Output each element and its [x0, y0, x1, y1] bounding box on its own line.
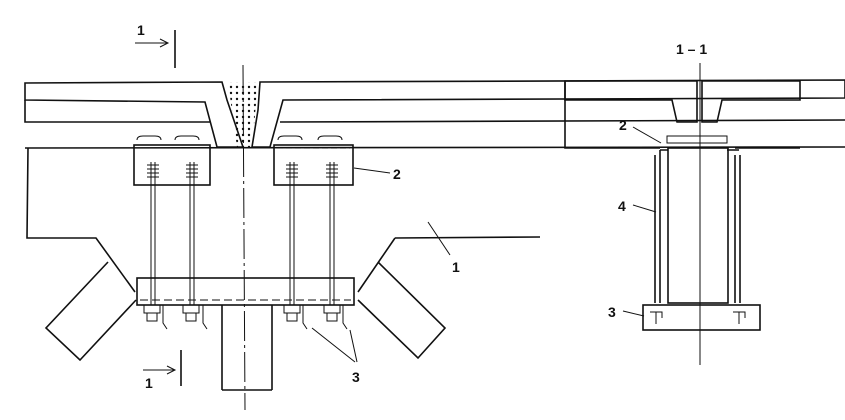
section-mark-top: 1	[135, 22, 176, 68]
section-side-plates	[654, 149, 741, 303]
slab-left-underside	[24, 100, 210, 123]
section-clamp-plate	[666, 135, 728, 144]
slab-left	[24, 81, 245, 148]
section-slab-left	[564, 80, 698, 123]
column	[221, 305, 273, 391]
label-nuts-3: 3	[352, 369, 360, 385]
slab-right	[251, 79, 845, 148]
section-view: 1 – 1 2 4 3	[564, 41, 801, 365]
clamp-block-left	[133, 135, 211, 186]
section-slab-right	[701, 80, 801, 123]
section-mark-bottom: 1	[143, 350, 182, 391]
bottom-plate	[136, 277, 355, 306]
slab-right-underside	[279, 119, 845, 123]
section-beam	[564, 81, 800, 149]
section-column-concrete	[667, 147, 729, 304]
tie-rods	[147, 162, 338, 305]
section-base-plate	[642, 304, 761, 331]
centerline	[242, 64, 246, 411]
clamp-block-right	[273, 135, 354, 186]
section-label-bottom: 1	[145, 375, 153, 391]
label-beam-1: 1	[452, 259, 460, 275]
section-label-side-plate-4: 4	[618, 198, 626, 214]
label-clamp-2: 2	[393, 166, 401, 182]
beam-1	[24, 146, 845, 293]
strut-left	[44, 261, 137, 362]
section-label-clamp-2: 2	[619, 117, 627, 133]
nuts-3	[143, 305, 348, 330]
section-title: 1 – 1	[676, 41, 707, 57]
strut-right	[357, 261, 447, 360]
section-label-top: 1	[137, 22, 145, 38]
section-label-base-plate-3: 3	[608, 304, 616, 320]
main-view: 1 1 2 1 3	[24, 22, 845, 411]
